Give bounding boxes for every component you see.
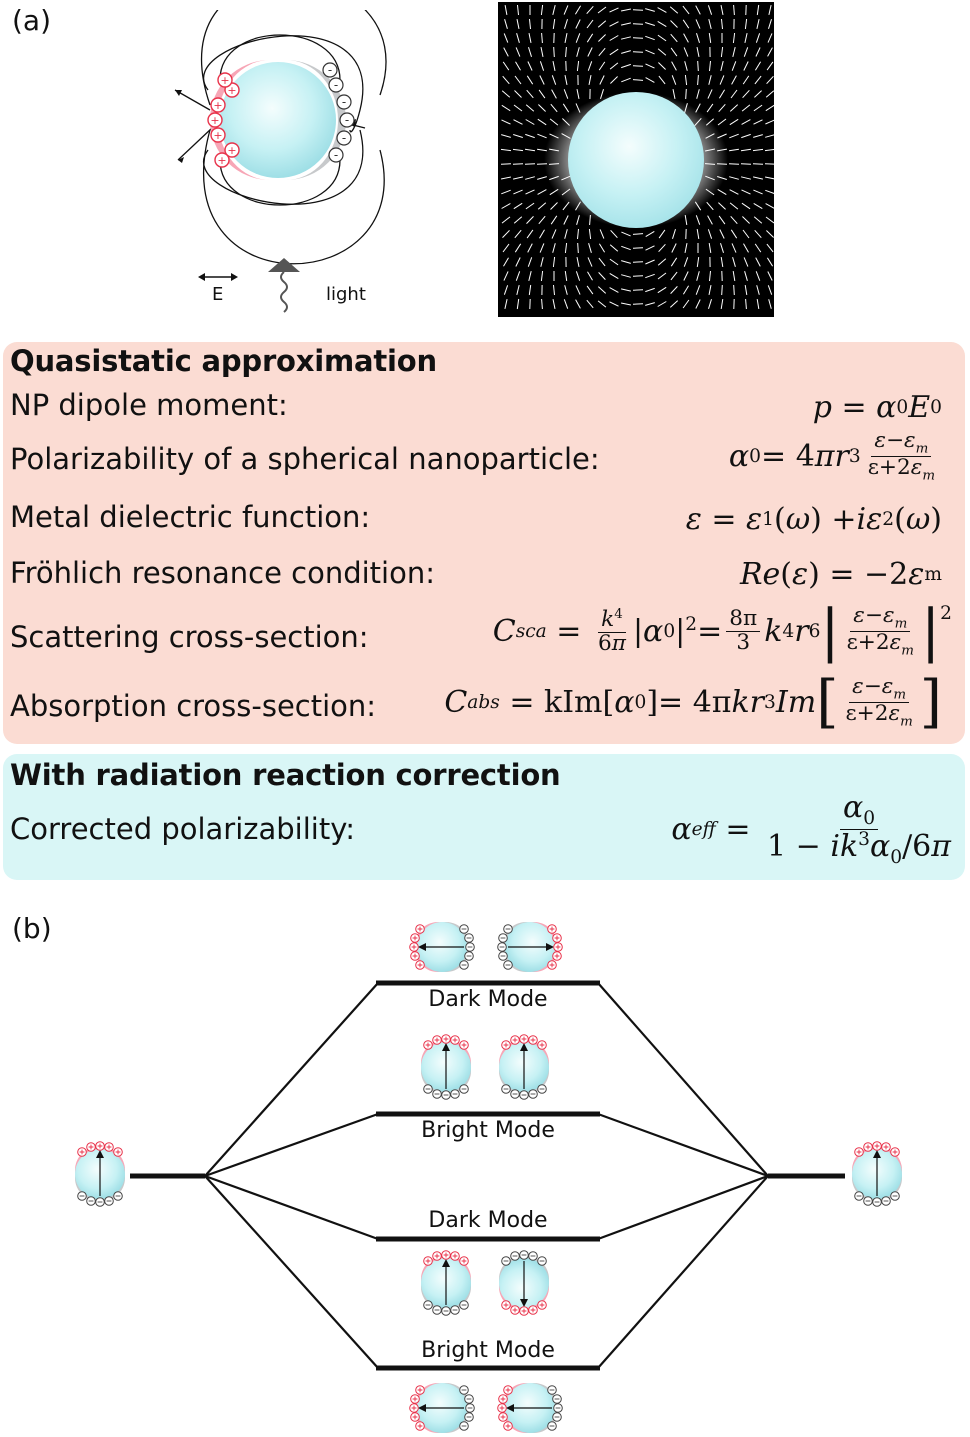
svg-text:-: - — [345, 113, 349, 127]
svg-text:+: + — [227, 84, 236, 97]
light-label: light — [326, 284, 366, 305]
svg-text:-: - — [334, 78, 338, 92]
svg-text:+: + — [213, 99, 222, 112]
dimer-dark-upper-right — [498, 922, 563, 972]
near-field-map — [498, 2, 774, 317]
svg-text:+: + — [227, 144, 236, 157]
absorption-label: Absorption cross-section: — [10, 689, 377, 723]
level-label-bright-upper: Bright Mode — [421, 1118, 555, 1143]
dimer-dark-lower-left — [421, 1251, 471, 1316]
nanoparticle-right — [852, 1142, 902, 1207]
svg-text:+: + — [213, 129, 222, 142]
e-field-label: E — [212, 284, 224, 305]
svg-text:+: + — [210, 114, 219, 127]
svg-text:-: - — [334, 148, 338, 162]
polarizability-label: Polarizability of a spherical nanopartic… — [10, 442, 600, 476]
dipole-moment-label: NP dipole moment: — [10, 388, 288, 422]
panel-b-label: (b) — [12, 912, 52, 945]
dimer-bright-lower-right — [498, 1383, 563, 1433]
frohlich-condition-label: Fröhlich resonance condition: — [10, 556, 436, 590]
svg-text:-: - — [342, 131, 346, 145]
svg-text:+: + — [220, 74, 229, 87]
level-label-dark-upper: Dark Mode — [428, 987, 548, 1012]
svg-text:-: - — [342, 95, 346, 109]
dimer-bright-upper-right — [499, 1035, 549, 1100]
svg-text:-: - — [328, 63, 332, 77]
quasistatic-panel — [3, 342, 965, 744]
quasistatic-heading: Quasistatic approximation — [10, 344, 437, 378]
dimer-dark-lower-right — [499, 1251, 549, 1316]
dimer-bright-lower-left — [410, 1383, 475, 1433]
dimer-bright-upper-left — [421, 1035, 471, 1100]
corrected-polarizability-label: Corrected polarizability: — [10, 812, 356, 846]
level-label-dark-lower: Dark Mode — [428, 1208, 548, 1233]
panel-a-label: (a) — [12, 4, 52, 37]
level-label-bright-lower: Bright Mode — [421, 1338, 555, 1363]
hybridization-diagram — [0, 900, 970, 1437]
dipole-schematic: +++ +++ + --- --- — [174, 10, 387, 313]
dielectric-function-label: Metal dielectric function: — [10, 500, 371, 534]
svg-text:+: + — [217, 154, 226, 167]
scattering-label: Scattering cross-section: — [10, 620, 369, 654]
radiation-correction-panel — [3, 754, 965, 880]
nanoparticle-left — [75, 1142, 125, 1207]
radiation-correction-heading: With radiation reaction correction — [10, 758, 561, 792]
dimer-dark-upper-left — [410, 922, 475, 972]
